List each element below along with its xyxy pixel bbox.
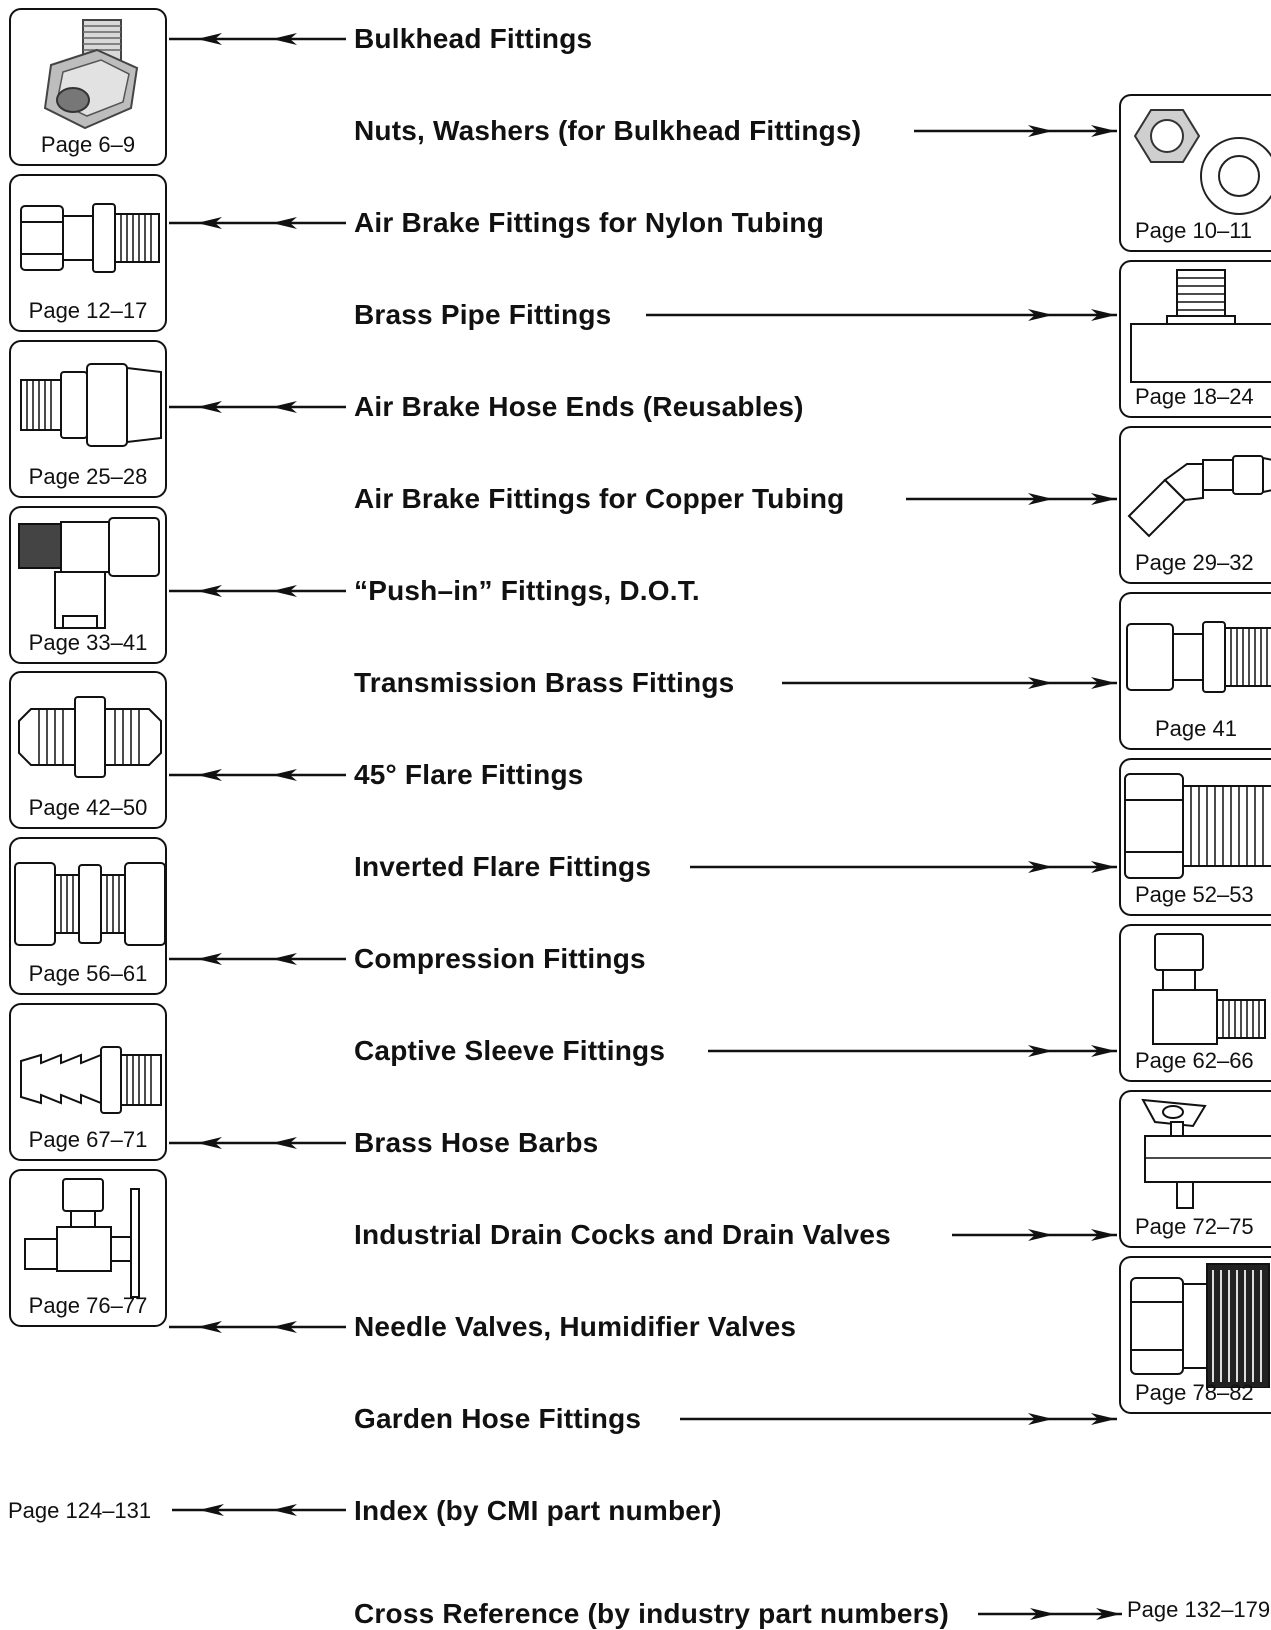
page-reference: Page 76–77 [28,1293,148,1318]
category-label-transmission[interactable]: Transmission Brass Fittings [354,667,735,698]
garden-hose-fitting-icon [1130,1263,1270,1388]
catalog-card-captive-sleeve[interactable]: Page 62–66 [1119,924,1271,1082]
cross-reference-page-reference[interactable]: Page 132–179 [1127,1597,1271,1622]
page-reference: Page 67–71 [28,1127,148,1152]
category-label-garden-hose[interactable]: Garden Hose Fittings [354,1403,642,1434]
category-label-captive-sleeve[interactable]: Captive Sleeve Fittings [354,1035,666,1066]
page-reference: Page 6–9 [40,132,136,157]
catalog-card-copper-tubing[interactable]: Page 29–32 [1119,426,1271,584]
page-reference: Page 12–17 [28,298,148,323]
index-page-reference[interactable]: Page 124–131 [8,1498,152,1523]
catalog-card-hose-ends[interactable]: Page 25–28 [9,340,167,498]
category-label-push-in[interactable]: “Push–in” Fittings, D.O.T. [354,575,700,606]
hose-barb-icon [20,1046,162,1114]
category-label-index[interactable]: Index (by CMI part number) [354,1495,722,1526]
catalog-card-bulkhead[interactable]: Page 6–9 [9,8,167,166]
category-label-nylon-tubing[interactable]: Air Brake Fittings for Nylon Tubing [354,207,825,238]
page-reference: Page 72–75 [1135,1214,1254,1239]
page-reference: Page 62–66 [1135,1048,1254,1073]
category-label-nuts-washers[interactable]: Nuts, Washers (for Bulkhead Fittings) [354,115,862,146]
catalog-card-garden-hose[interactable]: Page 78–82 [1119,1256,1271,1414]
page-reference: Page 56–61 [28,961,148,986]
category-label-hose-barbs[interactable]: Brass Hose Barbs [354,1127,599,1158]
copper-tubing-fitting-icon [1127,455,1271,538]
nylon-tubing-fitting-icon [20,203,160,273]
category-label-hose-ends[interactable]: Air Brake Hose Ends (Reusables) [354,391,804,422]
page-reference: Page 10–11 [1135,218,1253,243]
compression-fitting-icon [14,862,165,946]
catalog-card-hose-barbs[interactable]: Page 67–71 [9,1003,167,1161]
pipe-fitting-icon [1130,269,1271,383]
push-in-fitting-icon [18,517,160,629]
bulkhead-fitting-icon [43,19,139,130]
needle-valve-icon [24,1178,140,1298]
category-label-needle-valves[interactable]: Needle Valves, Humidifier Valves [354,1311,797,1342]
category-label-drain-cocks[interactable]: Industrial Drain Cocks and Drain Valves [354,1219,891,1250]
category-label-bulkhead[interactable]: Bulkhead Fittings [354,23,593,54]
catalog-card-nylon-tubing[interactable]: Page 12–17 [9,174,167,332]
catalog-card-inverted-flare[interactable]: Page 52–53 [1119,758,1271,916]
page-reference: Page 78–82 [1135,1380,1254,1405]
hose-end-icon [20,363,162,447]
catalog-card-pipe-fittings[interactable]: Page 18–24 [1119,260,1271,418]
page-reference: Page 52–53 [1135,882,1254,907]
drain-cock-icon [1141,1098,1271,1209]
captive-sleeve-fitting-icon [1152,933,1266,1045]
category-label-flare[interactable]: 45° Flare Fittings [354,759,584,790]
category-label-inverted-flare[interactable]: Inverted Flare Fittings [354,851,652,882]
category-label-copper-tubing[interactable]: Air Brake Fittings for Copper Tubing [354,483,845,514]
page-reference: Page 18–24 [1135,384,1254,409]
catalog-card-flare[interactable]: Page 42–50 [9,671,167,829]
catalog-card-transmission[interactable]: Page 41 [1119,592,1271,750]
category-label-compression[interactable]: Compression Fittings [354,943,646,974]
page-reference: Page 42–50 [28,795,148,820]
page-reference: Page 25–28 [28,464,148,489]
page-reference: Page 41 [1155,716,1237,741]
catalog-card-needle-valves[interactable]: Page 76–77 [9,1169,167,1327]
flare-fitting-icon [18,696,162,778]
page-reference: Page 29–32 [1135,550,1254,575]
catalog-card-nuts-washers[interactable]: Page 10–11 [1119,94,1271,252]
transmission-fitting-icon [1126,621,1271,693]
inverted-flare-fitting-icon [1124,773,1271,879]
catalog-card-compression[interactable]: Page 56–61 [9,837,167,995]
catalog-card-push-in[interactable]: Page 33–41 [9,506,167,664]
category-label-pipe-fittings[interactable]: Brass Pipe Fittings [354,299,612,330]
category-label-cross-reference[interactable]: Cross Reference (by industry part number… [354,1598,949,1629]
nut-washer-icon [1133,109,1271,215]
catalog-card-drain-cocks[interactable]: Page 72–75 [1119,1090,1271,1248]
page-reference: Page 33–41 [28,630,148,655]
